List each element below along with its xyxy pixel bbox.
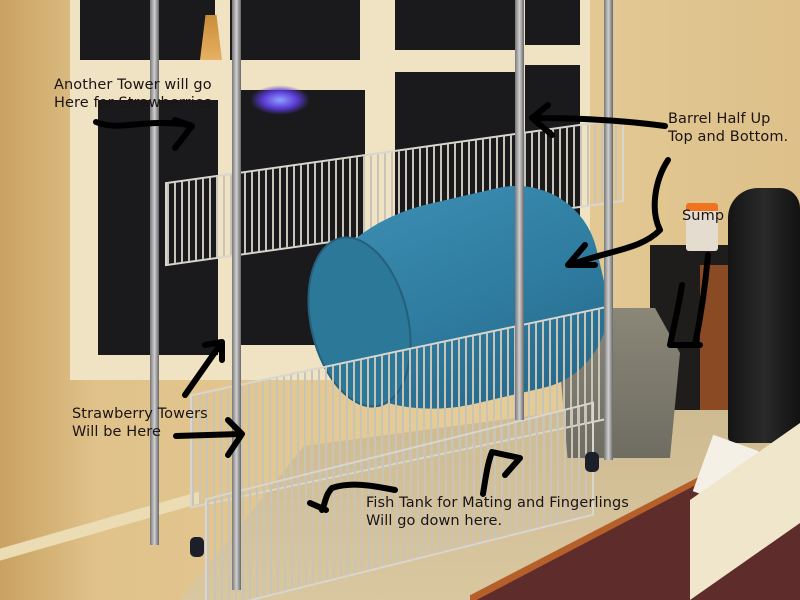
window-pane — [80, 0, 215, 60]
annotation-another-tower: Another Tower will go Here for Strawberr… — [54, 76, 212, 112]
arrow-sump-icon — [667, 252, 711, 348]
annotation-line: Will go down here. — [366, 513, 503, 529]
annotation-sump: Sump — [682, 207, 724, 225]
arrow-another-tower-icon — [93, 117, 195, 151]
annotation-line: Barrel Half Up — [668, 111, 771, 127]
office-chair — [728, 188, 800, 443]
arrow-strawberry-up-icon — [182, 339, 225, 398]
arrow-fish-tank-left-icon — [307, 481, 398, 513]
rack-post — [515, 0, 524, 420]
annotation-line: Strawberry Towers — [72, 406, 208, 422]
annotation-line: Sump — [682, 208, 725, 224]
caster-wheel — [585, 452, 599, 472]
light-reflection — [250, 85, 310, 115]
annotation-line: Another Tower will go — [54, 77, 212, 93]
arrow-barrel-bottom-icon — [565, 157, 671, 268]
rack-post — [604, 0, 613, 460]
caster-wheel — [190, 537, 204, 557]
annotation-strawberry-towers: Strawberry Towers Will be Here — [72, 405, 208, 441]
window-pane — [230, 0, 360, 60]
arrow-barrel-top-icon — [529, 102, 668, 138]
arrow-fish-tank-right-icon — [480, 449, 523, 497]
annotation-barrel-half: Barrel Half Up Top and Bottom. — [668, 110, 788, 146]
annotation-line: Here for Strawberries — [54, 95, 212, 111]
arrow-strawberry-right-icon — [173, 417, 245, 458]
window-pane — [525, 0, 580, 45]
sump-jar — [686, 203, 718, 251]
rack-post — [232, 0, 241, 590]
annotation-line: Top and Bottom. — [668, 129, 789, 145]
lamp-reflection — [200, 15, 222, 60]
annotation-line: Fish Tank for Mating and Fingerlings — [366, 495, 629, 511]
annotation-line: Will be Here — [72, 424, 162, 440]
annotation-fish-tank: Fish Tank for Mating and Fingerlings Wil… — [366, 494, 629, 530]
rack-post — [150, 0, 159, 545]
window-pane — [395, 0, 515, 50]
